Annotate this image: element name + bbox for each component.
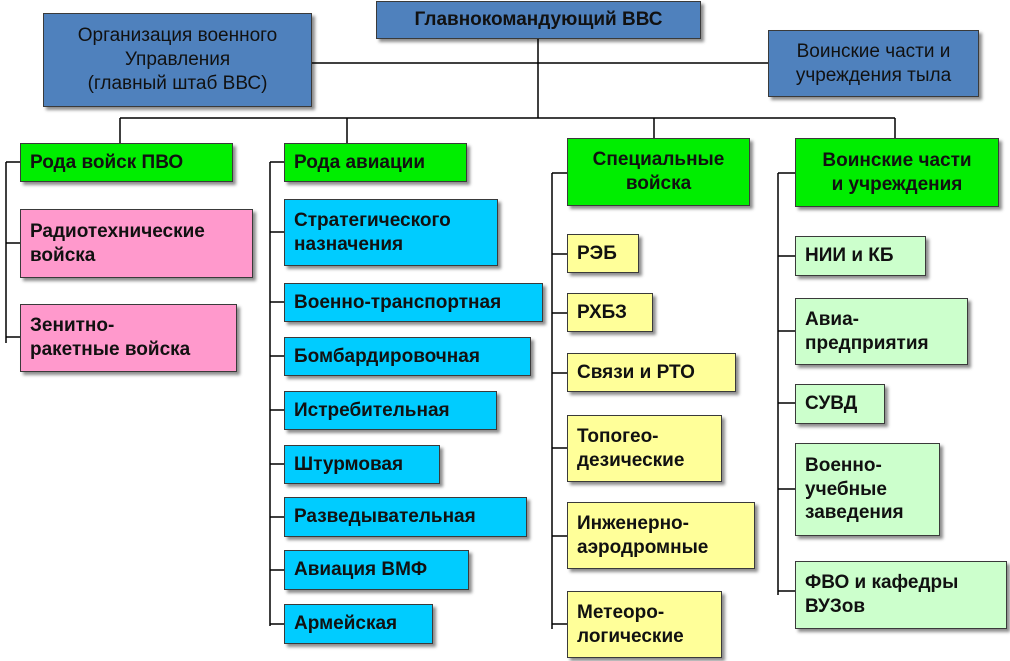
aviation-item: Бомбардировочная: [284, 337, 531, 376]
units-item: Авиа- предприятия: [795, 298, 968, 365]
pvo-item: Радиотехнические войска: [20, 209, 253, 278]
header-aviation: Рода авиации: [284, 143, 467, 182]
aviation-item: Военно-транспортная: [284, 283, 543, 322]
units-item: ФВО и кафедры ВУЗов: [795, 561, 1007, 629]
special-item: РХБЗ: [567, 293, 653, 332]
special-item: Метеоро- логические: [567, 591, 722, 658]
aviation-item: Авиация ВМФ: [284, 550, 469, 590]
pvo-item: Зенитно- ракетные войска: [20, 304, 237, 372]
aviation-item: Стратегического назначения: [284, 199, 498, 266]
staff-box: Организация военного Управления (главный…: [43, 13, 312, 107]
special-item: Топогео- дезические: [567, 415, 722, 482]
aviation-item: Разведывательная: [284, 497, 527, 537]
rear-box: Воинские части и учреждения тыла: [768, 30, 979, 97]
units-item: НИИ и КБ: [795, 236, 926, 276]
header-special: Специальные войска: [567, 138, 750, 206]
special-item: РЭБ: [567, 234, 639, 273]
aviation-item: Армейская: [284, 604, 433, 644]
aviation-item: Истребительная: [284, 391, 497, 430]
units-item: Военно- учебные заведения: [795, 443, 940, 536]
commander-box: Главнокомандующий ВВС: [376, 1, 701, 39]
special-item: Связи и РТО: [567, 353, 736, 392]
special-item: Инженерно- аэродромные: [567, 502, 755, 569]
aviation-item: Штурмовая: [284, 445, 440, 484]
header-units: Воинские части и учреждения: [795, 138, 999, 207]
header-pvo: Рода войск ПВО: [20, 143, 233, 182]
units-item: СУВД: [795, 384, 885, 424]
